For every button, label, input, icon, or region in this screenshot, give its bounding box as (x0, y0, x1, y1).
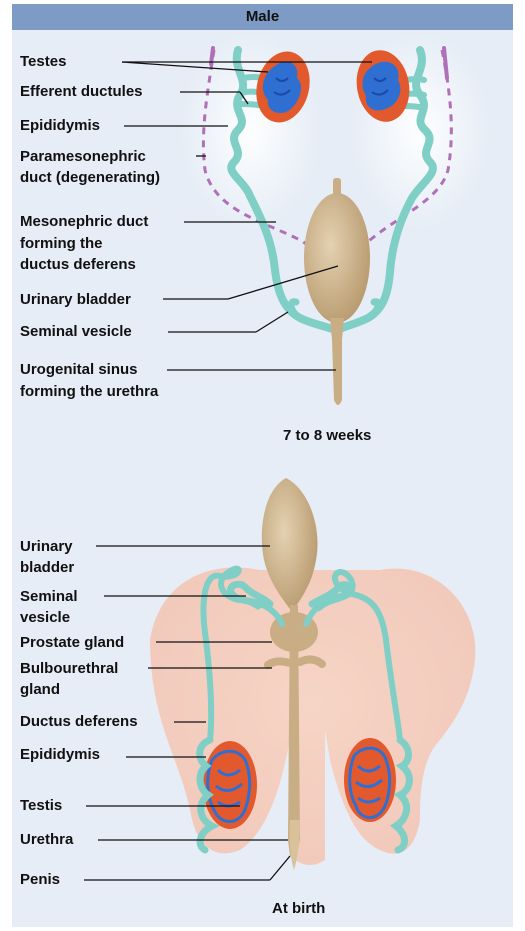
label-efferent-ductules: Efferent ductules (20, 82, 143, 101)
label-urogenital-line1: Urogenital sinus (20, 360, 138, 379)
label-urinary-line1: Urinary (20, 537, 73, 556)
urethra (288, 605, 300, 856)
label-seminal-line2: vesicle (20, 608, 70, 627)
label-bulbourethral-line2: gland (20, 680, 60, 699)
label-paramesonephric-line2: duct (degenerating) (20, 168, 160, 187)
stage2-illustration (150, 478, 475, 870)
label-bulbourethral-line1: Bulbourethral (20, 659, 118, 678)
caption-7-to-8-weeks: 7 to 8 weeks (283, 427, 371, 444)
label-urogenital-line2: forming the urethra (20, 382, 158, 401)
label-urinary-bladder-fetal: Urinary bladder (20, 290, 131, 309)
label-epididymis-birth: Epididymis (20, 745, 100, 764)
label-epididymis-fetal: Epididymis (20, 116, 100, 135)
label-urinary-line2: bladder (20, 558, 74, 577)
urinary-bladder-fetal (304, 193, 370, 323)
label-urethra: Urethra (20, 830, 73, 849)
label-mesonephric-line3: ductus deferens (20, 255, 136, 274)
urogenital-sinus (330, 318, 344, 405)
caption-at-birth: At birth (272, 900, 325, 917)
label-testis: Testis (20, 796, 62, 815)
label-mesonephric-line2: forming the (20, 234, 103, 253)
stage1-illustration (180, 30, 490, 405)
label-prostate-gland: Prostate gland (20, 633, 124, 652)
label-mesonephric-line1: Mesonephric duct (20, 212, 148, 231)
label-ductus-deferens: Ductus deferens (20, 712, 138, 731)
label-penis: Penis (20, 870, 60, 889)
seminal-vesicle-left (291, 302, 300, 318)
label-paramesonephric-line1: Paramesonephric (20, 147, 146, 166)
label-testes: Testes (20, 52, 66, 71)
label-seminal-line1: Seminal (20, 587, 78, 606)
label-seminal-vesicle-fetal: Seminal vesicle (20, 322, 132, 341)
